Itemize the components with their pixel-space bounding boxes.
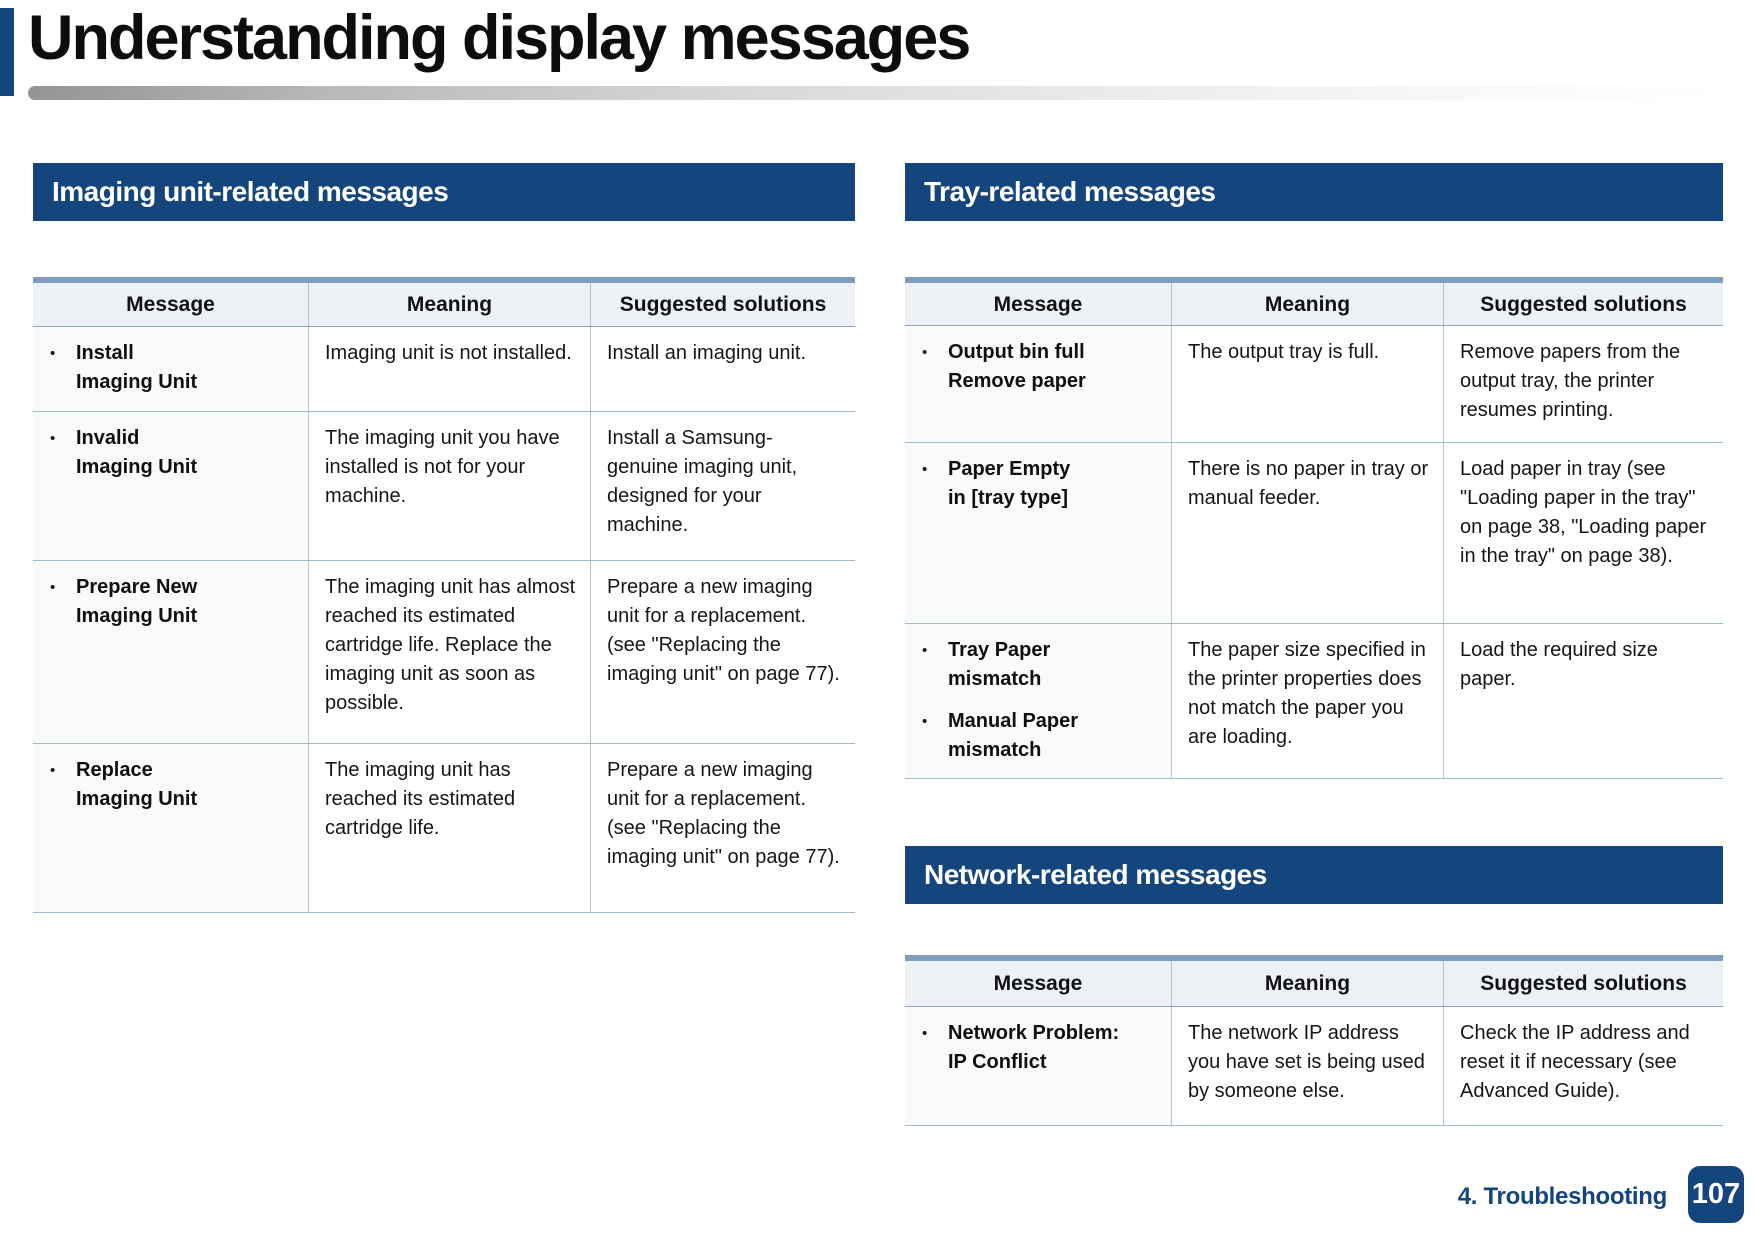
section-imaging-unit: Imaging unit-related messages Message Me…: [33, 163, 855, 913]
solution-cell: Prepare a new imaging unit for a replace…: [590, 744, 855, 912]
solution-cell: Check the IP address and reset it if nec…: [1443, 1007, 1723, 1125]
column-header-solutions: Suggested solutions: [1443, 283, 1723, 325]
page-title: Understanding display messages: [28, 3, 971, 73]
message-text: Prepare New Imaging Unit: [76, 576, 198, 627]
footer-chapter-label: 4. Troubleshooting: [1457, 1183, 1668, 1210]
table-row: • Output bin full Remove paper The outpu…: [905, 326, 1723, 442]
bullet-icon: •: [50, 430, 56, 447]
bullet-icon: •: [922, 461, 928, 478]
section-header-imaging-unit: Imaging unit-related messages: [33, 163, 855, 221]
message-item: • Invalid Imaging Unit: [47, 424, 300, 482]
solution-cell: Prepare a new imaging unit for a replace…: [590, 561, 855, 743]
solution-cell: Install a Samsung-genuine imaging unit, …: [590, 412, 855, 560]
column-header-message: Message: [905, 283, 1171, 325]
section-header-tray: Tray-related messages: [905, 163, 1723, 221]
column-header-solutions: Suggested solutions: [590, 283, 855, 326]
message-text: Replace Imaging Unit: [76, 759, 198, 810]
table-row: • Install Imaging Unit Imaging unit is n…: [33, 327, 855, 411]
table-row: • Invalid Imaging Unit The imaging unit …: [33, 411, 855, 560]
message-cell: • Invalid Imaging Unit: [33, 412, 308, 560]
meaning-cell: The imaging unit has almost reached its …: [308, 561, 590, 743]
message-item: • Paper Empty in [tray type]: [919, 455, 1163, 513]
table-top-strip: [33, 277, 855, 283]
message-item: • Manual Paper mismatch: [919, 707, 1163, 765]
message-cell: • Paper Empty in [tray type]: [905, 443, 1171, 623]
solution-cell: Load paper in tray (see "Loading paper i…: [1443, 443, 1723, 623]
column-header-solutions: Suggested solutions: [1443, 961, 1723, 1006]
table-top-strip: [905, 277, 1723, 283]
bullet-icon: •: [50, 579, 56, 596]
solution-cell: Install an imaging unit.: [590, 327, 855, 411]
message-item: • Output bin full Remove paper: [919, 338, 1163, 396]
section-network: Network-related messages Message Meaning…: [905, 846, 1723, 1126]
table-row: • Tray Paper mismatch • Manual Paper mis…: [905, 623, 1723, 778]
section-header-network: Network-related messages: [905, 846, 1723, 904]
bullet-icon: •: [922, 344, 928, 361]
message-text: Manual Paper mismatch: [948, 710, 1079, 761]
bullet-icon: •: [922, 1025, 928, 1042]
column-header-message: Message: [905, 961, 1171, 1006]
column-header-message: Message: [33, 283, 308, 326]
solution-cell: Remove papers from the output tray, the …: [1443, 326, 1723, 442]
message-text: Output bin full Remove paper: [948, 341, 1086, 392]
table-header-row: Message Meaning Suggested solutions: [905, 961, 1723, 1007]
message-cell: • Output bin full Remove paper: [905, 326, 1171, 442]
message-cell: • Replace Imaging Unit: [33, 744, 308, 912]
message-text: Paper Empty in [tray type]: [948, 458, 1071, 509]
section-tray: Tray-related messages Message Meaning Su…: [905, 163, 1723, 779]
table-row: • Replace Imaging Unit The imaging unit …: [33, 743, 855, 912]
title-accent-bar: [0, 8, 14, 96]
table-header-row: Message Meaning Suggested solutions: [905, 283, 1723, 326]
column-header-meaning: Meaning: [1171, 961, 1443, 1006]
meaning-cell: There is no paper in tray or manual feed…: [1171, 443, 1443, 623]
meaning-cell: The imaging unit you have installed is n…: [308, 412, 590, 560]
page-number-badge: 107: [1688, 1166, 1744, 1223]
meaning-cell: Imaging unit is not installed.: [308, 327, 590, 411]
bullet-icon: •: [922, 713, 928, 730]
bullet-icon: •: [50, 345, 56, 362]
message-item: • Network Problem: IP Conflict: [919, 1019, 1163, 1077]
table-row: • Network Problem: IP Conflict The netwo…: [905, 1007, 1723, 1125]
message-text: Invalid Imaging Unit: [76, 427, 198, 478]
message-text: Tray Paper mismatch: [948, 639, 1051, 690]
title-divider-shadow: [28, 86, 1727, 100]
message-text: Install Imaging Unit: [76, 342, 198, 393]
section-title: Network-related messages: [924, 859, 1267, 890]
message-cell: • Install Imaging Unit: [33, 327, 308, 411]
column-header-meaning: Meaning: [308, 283, 590, 326]
section-title: Imaging unit-related messages: [52, 176, 449, 207]
column-header-meaning: Meaning: [1171, 283, 1443, 325]
solution-cell: Load the required size paper.: [1443, 624, 1723, 778]
message-cell: • Prepare New Imaging Unit: [33, 561, 308, 743]
bullet-icon: •: [922, 642, 928, 659]
message-item: • Prepare New Imaging Unit: [47, 573, 300, 631]
network-table: Message Meaning Suggested solutions • Ne…: [905, 955, 1723, 1126]
message-item: • Replace Imaging Unit: [47, 756, 300, 814]
table-row: • Prepare New Imaging Unit The imaging u…: [33, 560, 855, 743]
table-row: • Paper Empty in [tray type] There is no…: [905, 442, 1723, 623]
table-top-strip: [905, 955, 1723, 961]
meaning-cell: The imaging unit has reached its estimat…: [308, 744, 590, 912]
section-title: Tray-related messages: [924, 176, 1216, 207]
table-header-row: Message Meaning Suggested solutions: [33, 283, 855, 327]
message-cell: • Network Problem: IP Conflict: [905, 1007, 1171, 1125]
meaning-cell: The network IP address you have set is b…: [1171, 1007, 1443, 1125]
message-item: • Install Imaging Unit: [47, 339, 300, 397]
tray-table: Message Meaning Suggested solutions • Ou…: [905, 277, 1723, 779]
message-cell: • Tray Paper mismatch • Manual Paper mis…: [905, 624, 1171, 778]
imaging-unit-table: Message Meaning Suggested solutions • In…: [33, 277, 855, 913]
message-text: Network Problem: IP Conflict: [948, 1022, 1120, 1073]
message-item: • Tray Paper mismatch: [919, 636, 1163, 694]
bullet-icon: •: [50, 762, 56, 779]
meaning-cell: The paper size specified in the printer …: [1171, 624, 1443, 778]
meaning-cell: The output tray is full.: [1171, 326, 1443, 442]
